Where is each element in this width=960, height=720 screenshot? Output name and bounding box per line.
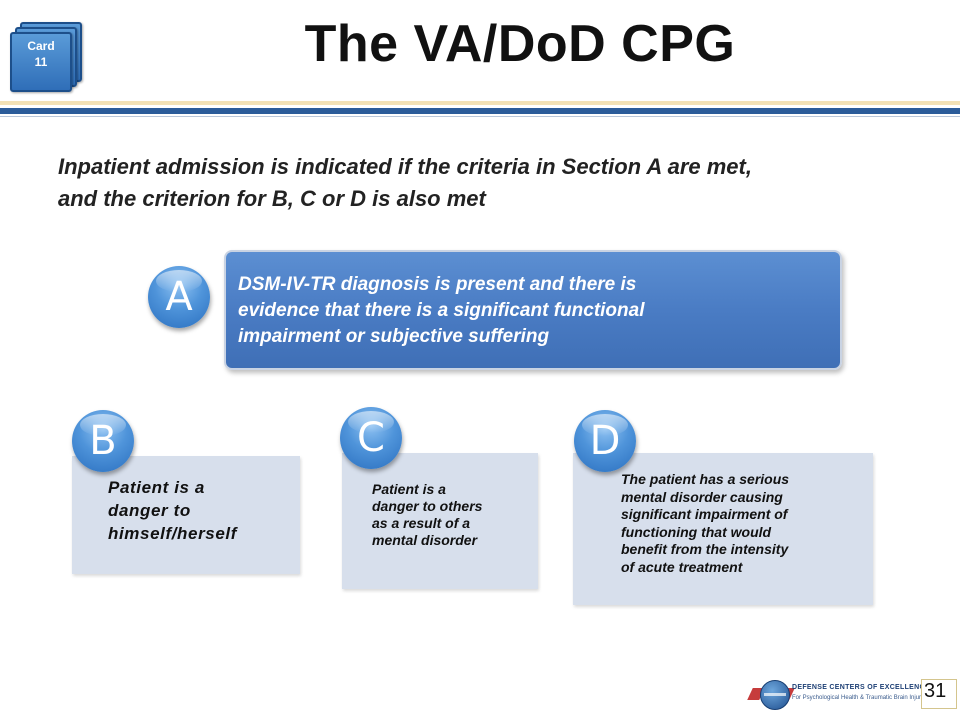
- section-c-line-3: as a result of a: [372, 515, 471, 531]
- section-d-line-1: The patient has a serious: [621, 471, 790, 487]
- dcoe-logo: DEFENSE CENTERS OF EXCELLENCE For Psycho…: [747, 678, 930, 710]
- section-a-line-1: DSM-IV-TR diagnosis is present and there…: [238, 274, 637, 295]
- section-a-line-3: impairment or subjective suffering: [238, 326, 550, 347]
- section-b-line-2: danger to: [108, 501, 191, 520]
- section-c-text: Patient is a danger to others as a resul…: [372, 481, 538, 549]
- section-d-line-4: functioning that would: [621, 523, 772, 540]
- card-layer-front: [10, 32, 72, 92]
- card-badge-label: Card: [27, 39, 55, 53]
- section-a-circle: A: [148, 266, 210, 328]
- section-b-line-1: Patient is a: [108, 478, 205, 497]
- section-d-box: The patient has a serious mental disorde…: [573, 453, 873, 605]
- section-d-text: The patient has a serious mental disorde…: [621, 471, 871, 576]
- header-rule-dark: [0, 108, 960, 114]
- section-c-box: Patient is a danger to others as a resul…: [342, 453, 538, 589]
- section-b-line-3: himself/herself: [108, 524, 237, 543]
- section-a-line-2: evidence that there is a significant fun…: [238, 300, 645, 321]
- card-badge-number: 11: [34, 55, 48, 69]
- intro-line-2: and the criterion for B, C or D is also …: [58, 186, 486, 211]
- intro-text: Inpatient admission is indicated if the …: [58, 151, 918, 215]
- page-number: 31: [924, 680, 947, 702]
- section-b-box: Patient is a danger to himself/herself: [72, 456, 300, 574]
- page-number-frame: [921, 679, 957, 709]
- section-a-text: DSM-IV-TR diagnosis is present and there…: [238, 272, 828, 350]
- footer-org-subtitle: For Psychological Health & Traumatic Bra…: [792, 695, 925, 701]
- section-d-line-6: of acute treatment: [621, 558, 743, 575]
- slide-title: The VA/DoD CPG: [304, 15, 736, 73]
- section-c-line-2: danger to others: [372, 498, 483, 514]
- header-rule-light: [0, 101, 960, 105]
- intro-line-1: Inpatient admission is indicated if the …: [58, 154, 752, 179]
- section-b-text: Patient is a danger to himself/herself: [108, 476, 298, 545]
- section-d-line-5: benefit from the intensity: [621, 541, 789, 557]
- section-a-box: DSM-IV-TR diagnosis is present and there…: [224, 250, 842, 370]
- section-b-circle: B: [72, 410, 134, 472]
- section-d-circle: D: [574, 410, 636, 472]
- card-badge-text: Card 11: [10, 38, 72, 70]
- globe-icon: [760, 680, 790, 710]
- section-c-line-4: mental disorder: [372, 532, 478, 548]
- section-c-circle: C: [340, 407, 402, 469]
- card-badge: Card 11: [8, 22, 82, 94]
- section-d-line-2: mental disorder causing: [621, 488, 783, 505]
- header-rule-thin: [0, 116, 960, 117]
- section-c-line-1: Patient is a: [372, 481, 446, 497]
- footer-org-name: DEFENSE CENTERS OF EXCELLENCE: [792, 684, 930, 691]
- section-d-line-3: significant impairment of: [621, 506, 788, 522]
